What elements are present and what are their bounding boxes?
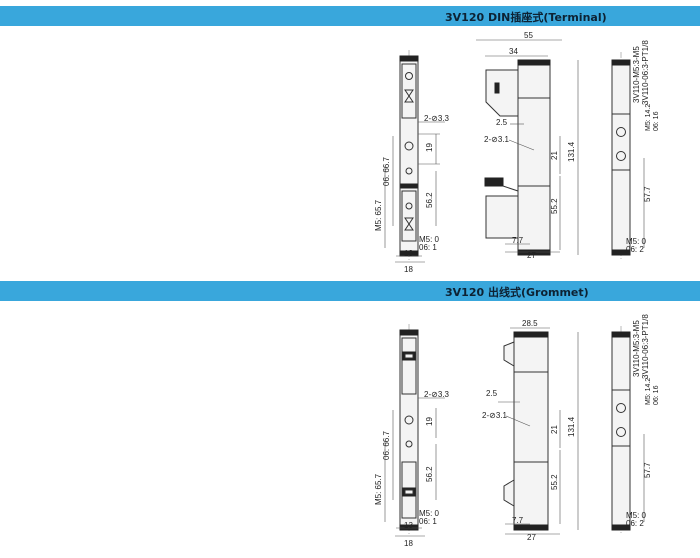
- port-view: 3V110-M5:3-M5 3V110-06:3-PT1/8 M5: 14.2 …: [611, 40, 660, 260]
- side-dim-66-7: 06: 66.7: [382, 431, 391, 460]
- front-dim-28-5: 28.5: [522, 319, 538, 328]
- front-view: 28.5 2.5 2-⊘3.1 21 55.2 131.4 7.7 27: [482, 319, 579, 542]
- side-thread-label: 2-⊘3.3: [424, 114, 449, 123]
- port-offset-06: 06: 2: [626, 519, 644, 528]
- side-dim-56-2: 56.2: [425, 192, 434, 208]
- side-dim-18: 18: [404, 265, 413, 274]
- port-dim-m5-14-2: M5: 14.2: [645, 378, 652, 405]
- front-view: 55 34 2.5 2-⊘3.1 21 55.2 131.4 7.7 27: [476, 31, 579, 260]
- port-dim-m5-14-2: M5: 14.2: [645, 104, 652, 131]
- port-label-m5: 3V110-M5:3-M5: [632, 320, 641, 377]
- side-view: 2-⊘3.3 19 56.2 06: 66.7 M5: 65.7 M5: 0 0…: [374, 324, 449, 548]
- side-dim-65-7: M5: 65.7: [374, 473, 383, 505]
- side-offset-06: 06: 1: [419, 517, 437, 526]
- front-dim-131-4: 131.4: [567, 141, 576, 162]
- port-label-m5: 3V110-M5:3-M5: [632, 46, 641, 103]
- side-offset-m5: M5: 0: [419, 509, 440, 518]
- section-header-terminal: 3V120 DIN插座式(Terminal): [0, 6, 700, 26]
- side-offset-06: 06: 1: [419, 243, 437, 252]
- front-dim-55-2: 55.2: [550, 198, 559, 214]
- front-dim-7-7: 7.7: [512, 236, 524, 245]
- section-header-grommet: 3V120 出线式(Grommet): [0, 281, 700, 301]
- front-dim-34: 34: [509, 47, 518, 56]
- grommet-drawing: 2-⊘3.3 19 56.2 06: 66.7 M5: 65.7 M5: 0 0…: [374, 314, 660, 548]
- port-dim-57-7: 57.7: [643, 462, 652, 478]
- port-label-06: 3V110-06:3-PT1/8: [641, 40, 650, 105]
- port-view: 3V110-M5:3-M5 3V110-06:3-PT1/8 M5: 14.2 …: [611, 314, 660, 534]
- side-dim-65-7: M5: 65.7: [374, 199, 383, 231]
- port-dim-06-16: 06: 16: [653, 385, 660, 405]
- section-title: 3V120 DIN插座式(Terminal): [445, 11, 607, 24]
- front-dim-2-5: 2.5: [496, 118, 508, 127]
- port-dim-57-7: 57.7: [643, 186, 652, 202]
- front-dim-27: 27: [527, 533, 536, 542]
- port-offset-06: 06: 2: [626, 245, 644, 254]
- front-dim-131-4: 131.4: [567, 416, 576, 437]
- front-dim-2-5: 2.5: [486, 389, 498, 398]
- side-dim-13: 13: [404, 521, 413, 530]
- front-dim-55-2: 55.2: [550, 474, 559, 490]
- front-thread-label: 2-⊘3.1: [482, 411, 507, 420]
- side-dim-19: 19: [425, 143, 434, 152]
- side-view: 2-⊘3.3 19 56.2 06: 66.7 M5: 65.7 M5: 0 0…: [374, 50, 449, 274]
- side-dim-18: 18: [404, 539, 413, 548]
- front-thread-label: 2-⊘3.1: [484, 135, 509, 144]
- side-dim-56-2: 56.2: [425, 466, 434, 482]
- side-dim-19: 19: [425, 417, 434, 426]
- port-label-06: 3V110-06:3-PT1/8: [641, 314, 650, 379]
- front-dim-7-7: 7.7: [512, 516, 524, 525]
- front-dim-21: 21: [550, 425, 559, 434]
- side-dim-66-7: 06: 66.7: [382, 157, 391, 186]
- port-dim-06-16: 06: 16: [653, 111, 660, 131]
- front-dim-27: 27: [527, 251, 536, 260]
- side-dim-13: 13: [404, 249, 413, 258]
- section-title: 3V120 出线式(Grommet): [445, 286, 589, 299]
- port-offset-m5: M5: 0: [626, 237, 647, 246]
- terminal-drawing: 2-⊘3.3 19 56.2 06: 66.7 M5: 65.7 M5: 0 0…: [374, 31, 660, 274]
- front-dim-55: 55: [524, 31, 533, 40]
- front-dim-21: 21: [550, 151, 559, 160]
- side-offset-m5: M5: 0: [419, 235, 440, 244]
- port-offset-m5: M5: 0: [626, 511, 647, 520]
- side-thread-label: 2-⊘3.3: [424, 390, 449, 399]
